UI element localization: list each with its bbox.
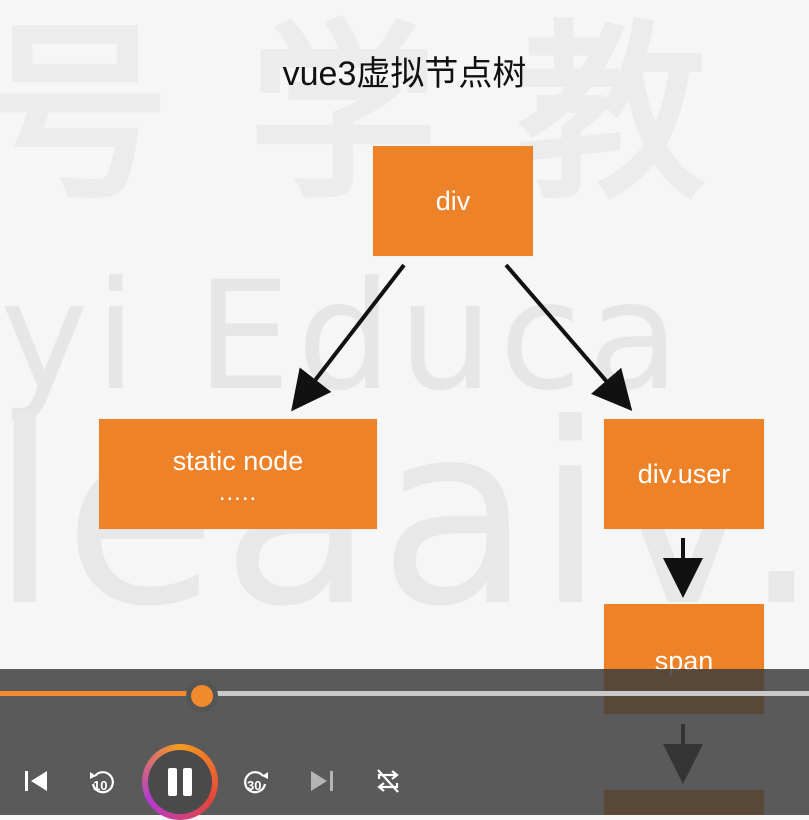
- node-div-user: div.user: [604, 419, 764, 529]
- node-div-user-label: div.user: [637, 458, 731, 489]
- pause-icon: [168, 768, 192, 796]
- rewind-icon: [90, 771, 114, 794]
- slide-title: vue3虚拟节点树: [282, 55, 527, 93]
- next-button[interactable]: [302, 761, 342, 801]
- progress-track[interactable]: [0, 691, 809, 696]
- rewind-seconds: 10: [93, 778, 108, 793]
- skip-next-icon: [311, 771, 333, 791]
- node-div-root-label: div: [435, 185, 471, 216]
- node-static: static node .....: [99, 419, 377, 529]
- loop-off-button[interactable]: [368, 761, 408, 801]
- skip-previous-icon: [25, 771, 47, 791]
- arrow-div-to-divuser: [504, 263, 633, 412]
- node-static-label: static node: [172, 445, 304, 476]
- progress-scrubber[interactable]: [186, 680, 218, 712]
- progress-fill: [0, 691, 202, 696]
- forward-seconds: 30: [247, 778, 262, 793]
- node-static-ellipsis: .....: [218, 478, 258, 506]
- pause-button[interactable]: [142, 744, 218, 820]
- previous-button[interactable]: [16, 761, 56, 801]
- forward-icon: [244, 771, 268, 794]
- arrow-div-to-static: [291, 263, 406, 412]
- forward-button[interactable]: 30: [236, 761, 276, 801]
- pause-button-face: [148, 750, 212, 814]
- loop-off-icon: [377, 769, 399, 793]
- watermark-line-1: 号 学 教: [0, 4, 713, 225]
- node-div-root: div: [373, 146, 533, 256]
- rewind-button[interactable]: 10: [82, 761, 122, 801]
